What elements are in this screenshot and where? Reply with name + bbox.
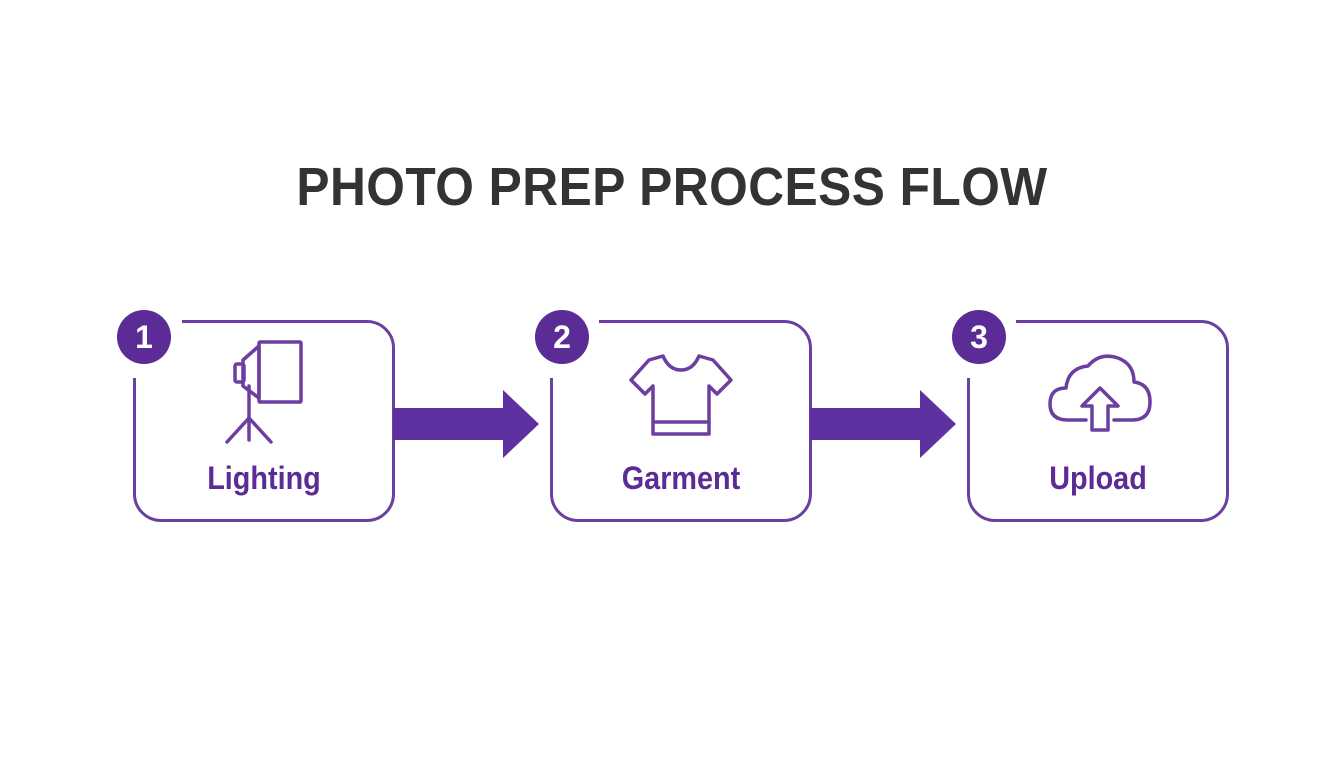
step-label-lighting: Lighting [207, 460, 321, 496]
step-label-upload: Upload [1049, 460, 1147, 496]
step-number-badge: 1 [117, 310, 171, 364]
step-label-garment: Garment [621, 460, 741, 496]
step-number-badge: 2 [535, 310, 589, 364]
softbox-light-icon [225, 340, 303, 444]
page-title: PHOTO PREP PROCESS FLOW [296, 157, 1048, 217]
tshirt-icon [629, 354, 733, 436]
cloud-upload-icon [1048, 354, 1152, 432]
right-arrow-icon [810, 390, 956, 458]
right-arrow-icon [393, 390, 539, 458]
step-number-badge: 3 [952, 310, 1006, 364]
